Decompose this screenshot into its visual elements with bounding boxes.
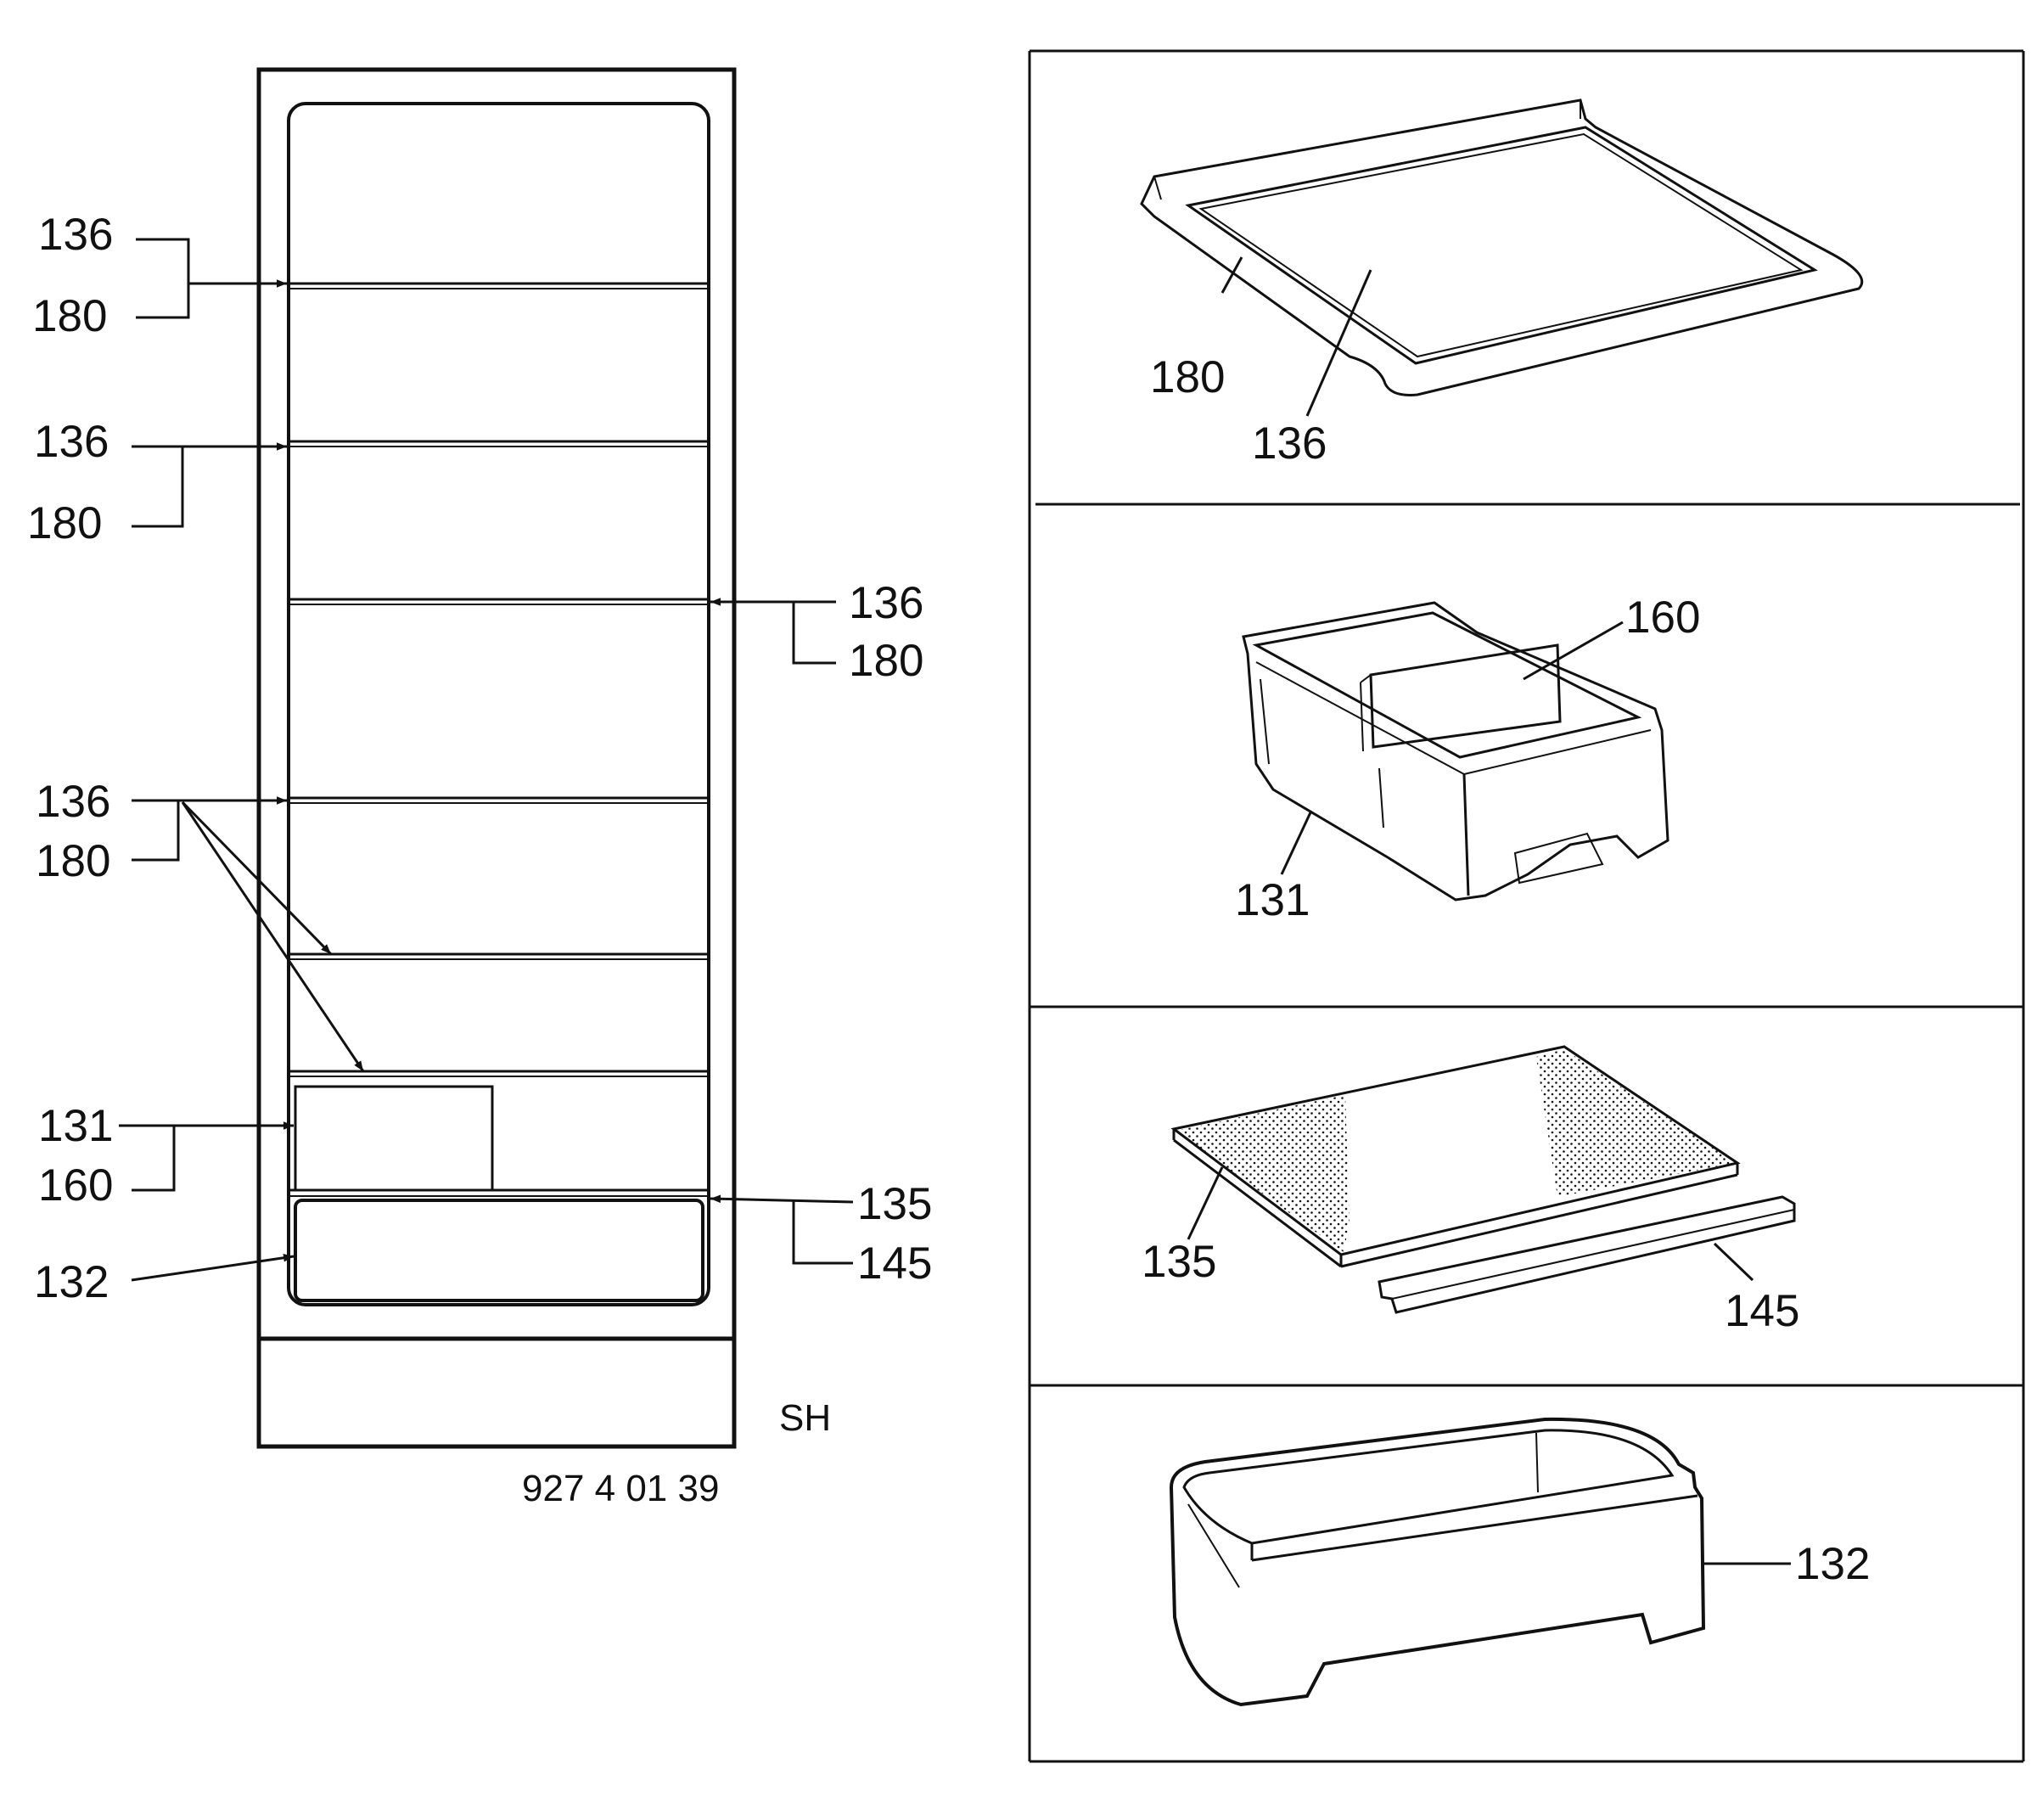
detail-crisper-drawer: 160 131 <box>1235 593 1700 925</box>
cabinet-bottom-drawer <box>294 1199 704 1302</box>
detail-crisper-cover: 135 145 <box>1142 1045 1799 1336</box>
callout-label: 136 <box>38 210 113 260</box>
crisper-cover-label: 145 <box>1725 1286 1799 1336</box>
crisper-divider <box>1369 643 1562 749</box>
crisper-drawer-label: 131 <box>1235 875 1310 925</box>
bottom-drawer-drawing <box>1169 1417 1706 1707</box>
callout-label: 180 <box>32 291 107 341</box>
region-code: SH <box>779 1397 831 1439</box>
crisper-drawer-drawing <box>1242 601 1669 902</box>
callout-label: 132 <box>34 1257 109 1307</box>
glass-shelf-label: 180 <box>1150 352 1225 402</box>
callout-label: 136 <box>849 578 923 628</box>
trim-strip-drawing <box>1378 1195 1796 1314</box>
callout-crisper: 131 160 <box>38 1101 294 1211</box>
callout-label: 180 <box>849 636 923 686</box>
callout-shelf-1: 136 180 <box>32 210 287 341</box>
cabinet-inner-liner <box>287 102 710 1306</box>
callout-crisper-cover: 135 145 <box>710 1179 932 1289</box>
refrigerator-cabinet: 136 180 136 180 136 180 136 180 <box>27 67 932 1509</box>
bottom-drawer-label: 132 <box>1795 1539 1870 1589</box>
detail-panels: 180 136 160 131 <box>1028 49 2025 1763</box>
callout-label: 180 <box>27 498 102 548</box>
detail-bottom-drawer: 132 <box>1169 1417 1870 1707</box>
callout-bottom-drawer: 132 <box>34 1253 295 1307</box>
glass-shelf-label: 136 <box>1252 418 1327 469</box>
part-number: 927 4 01 39 <box>522 1468 719 1509</box>
glass-shelf-drawing <box>1140 98 1864 396</box>
crisper-cover-label: 135 <box>1142 1237 1216 1287</box>
callout-shelf-2: 136 180 <box>27 417 287 548</box>
cabinet-outer <box>256 67 737 1449</box>
crisper-drawer-label: 160 <box>1625 593 1700 643</box>
callout-label: 135 <box>857 1179 932 1229</box>
cabinet-crisper-drawer <box>294 1085 494 1192</box>
callout-label: 136 <box>36 777 110 827</box>
callout-label: 136 <box>34 417 109 467</box>
callout-label: 131 <box>38 1101 113 1151</box>
detail-glass-shelf: 180 136 <box>1140 98 1864 469</box>
callout-shelf-3: 136 180 <box>710 578 923 686</box>
callout-label: 160 <box>38 1160 113 1211</box>
callout-label: 145 <box>857 1239 932 1289</box>
cabinet-shelves <box>289 282 709 1077</box>
callout-shelf-4: 136 180 <box>36 777 365 1072</box>
callout-label: 180 <box>36 836 110 886</box>
